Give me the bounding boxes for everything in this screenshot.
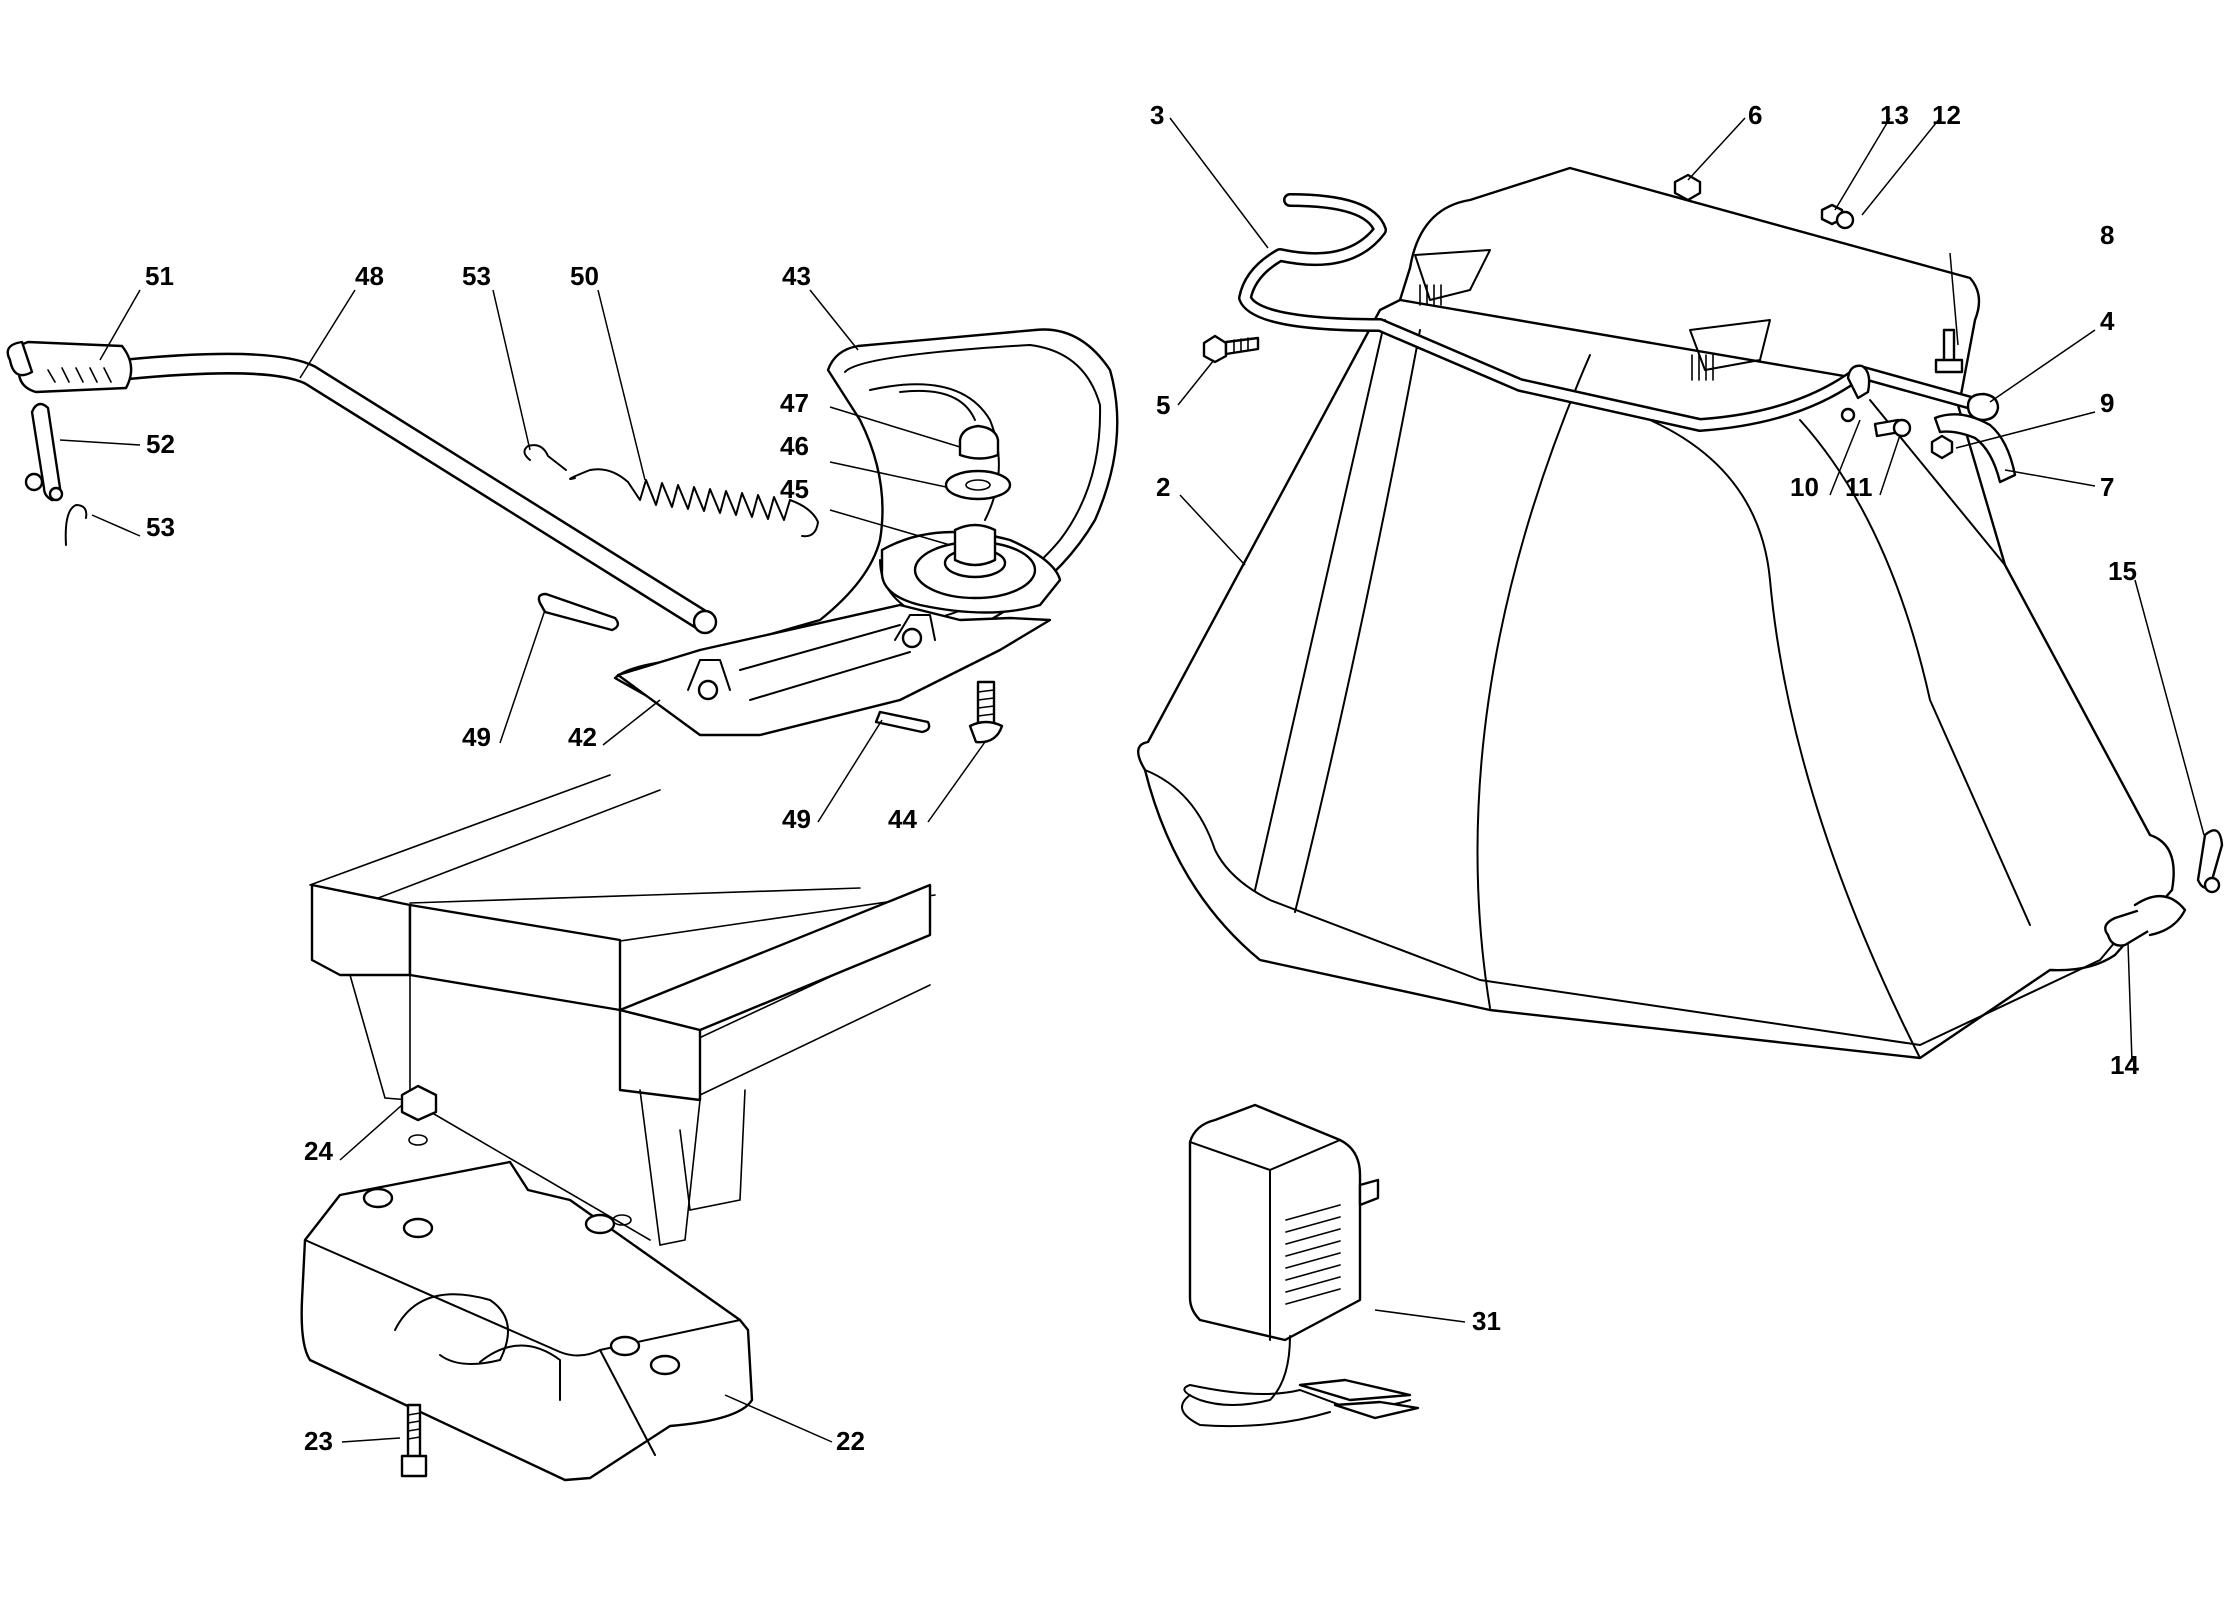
callout-13: 13 [1880, 100, 1909, 130]
grass-catcher-bag [1137, 166, 2175, 1060]
callout-5: 5 [1156, 390, 1170, 420]
clamp-10 [1846, 364, 1871, 400]
callout-10: 10 [1790, 472, 1819, 502]
callout-23: 23 [304, 1426, 333, 1456]
washer-46 [944, 469, 1012, 501]
spring-50 [569, 468, 819, 538]
callout-6: 6 [1748, 100, 1762, 130]
leader-lines [59, 117, 2205, 1443]
callout-7: 7 [2100, 472, 2114, 502]
nut-47 [958, 424, 1000, 460]
callout-11: 11 [1845, 472, 1873, 502]
callout-51: 51 [145, 261, 174, 291]
nut-6 [1673, 173, 1702, 202]
callout-4: 4 [2100, 306, 2115, 336]
callout-labels: 3 6 13 12 8 4 9 7 5 2 10 11 15 14 51 48 … [145, 100, 2139, 1456]
washer-12 [1835, 210, 1855, 230]
callout-8: 8 [2100, 220, 2114, 250]
hook-53-spring [523, 444, 567, 471]
callout-49-left: 49 [462, 722, 491, 752]
callout-2: 2 [1156, 472, 1170, 502]
pin-49-right [874, 710, 931, 734]
callout-48: 48 [355, 261, 384, 291]
battery-charger-31 [1181, 1103, 1420, 1428]
grip-51 [15, 340, 133, 394]
deflector-plate [613, 328, 1119, 744]
bolt-5 [1202, 334, 1228, 364]
callout-9: 9 [2100, 388, 2114, 418]
callout-24: 24 [304, 1136, 333, 1166]
callout-50: 50 [570, 261, 599, 291]
lever-assembly [6, 340, 819, 635]
callout-47: 47 [780, 388, 809, 418]
callout-45: 45 [780, 474, 809, 504]
callout-52: 52 [146, 429, 175, 459]
callout-43: 43 [782, 261, 811, 291]
nut-24 [400, 1084, 438, 1122]
callout-14: 14 [2110, 1050, 2139, 1080]
cap-51 [6, 340, 34, 377]
callout-46: 46 [780, 431, 809, 461]
callout-53-top: 53 [462, 261, 491, 291]
hook-53-left [64, 504, 88, 546]
nut-9 [1930, 434, 1954, 460]
weight-22 [300, 1160, 754, 1482]
callout-12: 12 [1932, 100, 1961, 130]
weight-rack [300, 774, 936, 1482]
frame-hardware [1202, 173, 2224, 947]
bracket-7 [1933, 413, 2017, 484]
bushing-45 [953, 523, 997, 567]
callout-42: 42 [568, 722, 597, 752]
callout-22: 22 [836, 1426, 865, 1456]
callout-3: 3 [1150, 100, 1164, 130]
callout-15: 15 [2108, 556, 2137, 586]
pin-49-left [537, 592, 620, 632]
callout-44: 44 [888, 804, 917, 834]
callout-53-bottom: 53 [146, 512, 175, 542]
callout-49-right: 49 [782, 804, 811, 834]
callout-31: 31 [1472, 1306, 1501, 1336]
